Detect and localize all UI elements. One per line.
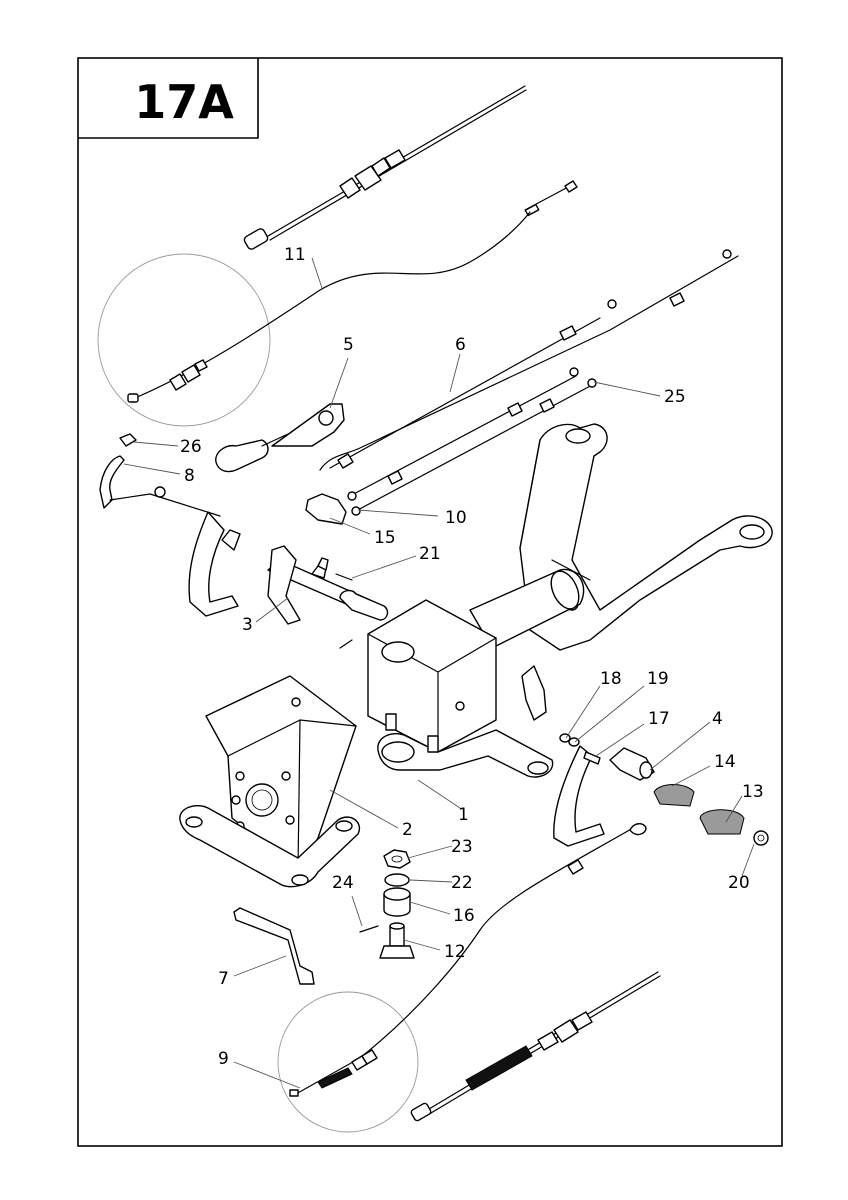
detail-circle-upper	[97, 253, 271, 427]
callout-14: 14	[714, 752, 736, 772]
callout-9: 9	[218, 1049, 229, 1069]
callout-20: 20	[728, 873, 750, 893]
pedal-pad-14	[653, 784, 695, 807]
callout-17: 17	[648, 709, 670, 729]
callout-5: 5	[343, 335, 354, 355]
callout-8: 8	[184, 466, 195, 486]
cross-shaft-3	[267, 545, 389, 625]
callout-6: 6	[455, 335, 466, 355]
pedal-assembly-8	[99, 455, 241, 617]
pin-12	[379, 922, 415, 959]
callout-21: 21	[419, 544, 441, 564]
callout-22: 22	[451, 873, 473, 893]
lower-right-cable-assembly	[410, 971, 661, 1122]
callout-23: 23	[451, 837, 473, 857]
callout-4: 4	[712, 709, 723, 729]
pin-loose	[339, 639, 353, 649]
callout-24: 24	[332, 873, 354, 893]
drawing-frame	[77, 57, 783, 1147]
bushing-26	[119, 433, 137, 447]
callout-16: 16	[453, 906, 475, 926]
callout-25: 25	[664, 387, 686, 407]
title-box	[78, 58, 259, 139]
pedal-4	[553, 745, 655, 847]
callout-11: 11	[284, 245, 306, 265]
callout-1: 1	[458, 805, 469, 825]
callout-labels: 1 2 3 4 5 6 7 8 9 10 11 12 13 14 15 16 1…	[180, 245, 764, 1069]
detail-circle-lower	[277, 991, 419, 1133]
clamp-15	[305, 493, 347, 525]
bushing-16	[383, 887, 411, 917]
support-bracket-2	[179, 675, 361, 888]
hand-lever-5	[215, 403, 345, 473]
callout-15: 15	[374, 528, 396, 548]
callout-19: 19	[647, 669, 669, 689]
callout-12: 12	[444, 942, 466, 962]
callout-leaders	[123, 257, 755, 1089]
control-cables	[319, 249, 739, 516]
cable-9	[289, 823, 647, 1097]
main-frame-1	[367, 423, 773, 778]
callout-18: 18	[600, 669, 622, 689]
washer-19	[568, 737, 580, 747]
callout-10: 10	[445, 508, 467, 528]
pin-21	[335, 573, 353, 581]
washer-22	[384, 873, 410, 887]
washer-20	[753, 830, 769, 846]
figure-title: 17A	[134, 75, 234, 129]
callout-7: 7	[218, 969, 229, 989]
callout-26: 26	[180, 437, 202, 457]
callout-13: 13	[742, 782, 764, 802]
callout-2: 2	[402, 820, 413, 840]
nut-23	[383, 849, 411, 869]
upper-cable-assembly	[243, 85, 578, 250]
callout-3: 3	[242, 615, 253, 635]
bracket-7	[233, 907, 315, 985]
roll-pin-24	[359, 925, 379, 933]
bolt-17	[583, 751, 601, 765]
pedal-pad-13	[699, 809, 745, 835]
cable-11	[127, 211, 531, 403]
